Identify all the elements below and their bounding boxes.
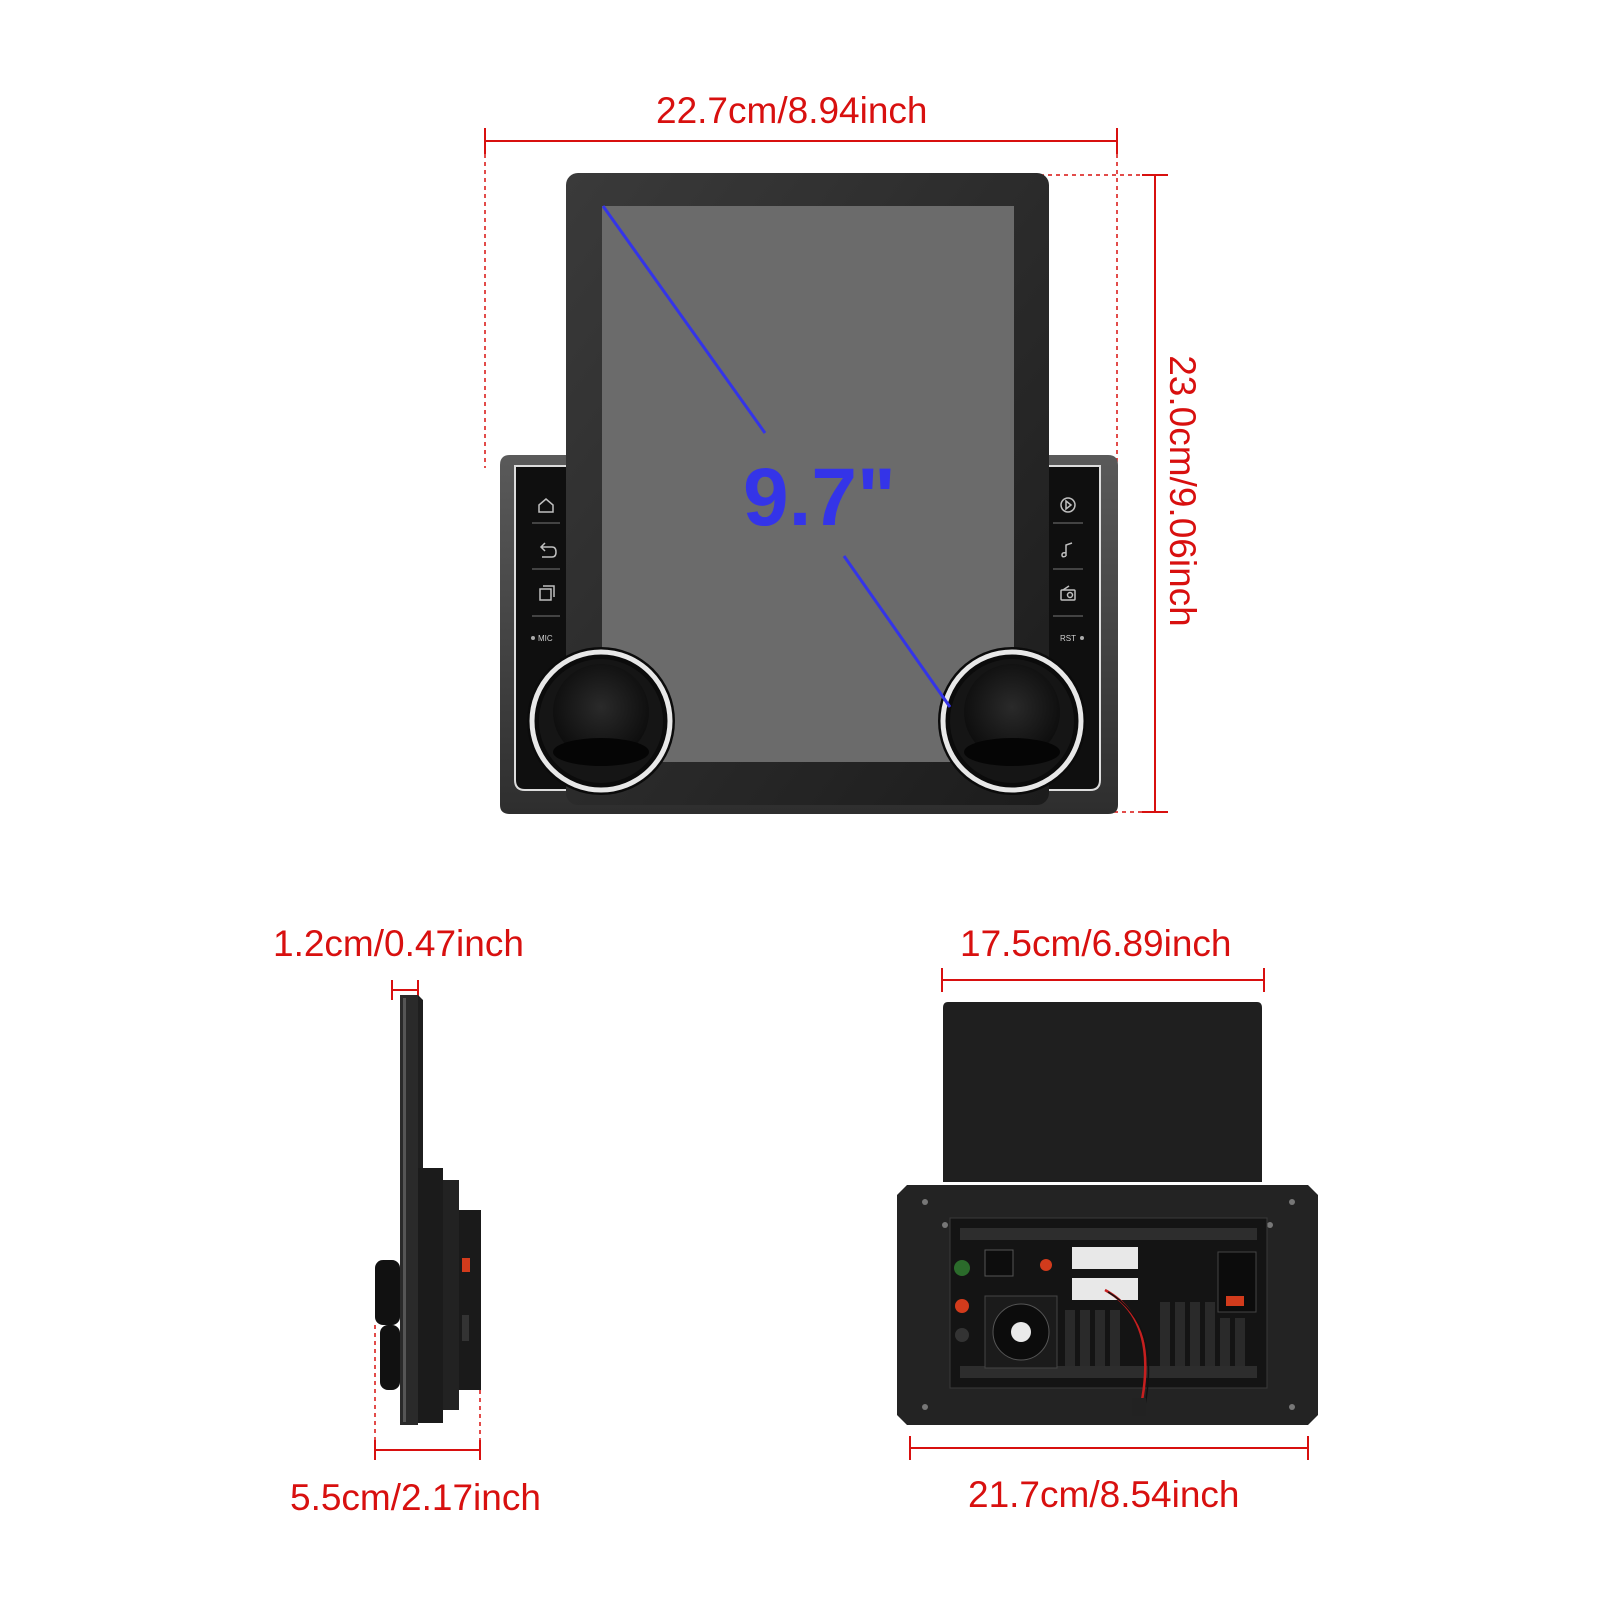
front-width-label: 22.7cm/8.94inch xyxy=(656,90,928,131)
back-view xyxy=(897,968,1318,1460)
screen-diagonal-line xyxy=(601,205,952,708)
back-cooling-fan xyxy=(984,1295,1058,1369)
front-height-label: 23.0cm/9.06inch xyxy=(1162,355,1203,627)
music-icon[interactable] xyxy=(1061,542,1073,558)
right-button-column xyxy=(1053,497,1083,617)
left-volume-knob[interactable] xyxy=(527,647,675,795)
mic-label: MIC xyxy=(538,634,553,643)
left-button-column xyxy=(532,498,560,617)
back-bottom-width-label: 21.7cm/8.54inch xyxy=(968,1474,1240,1515)
play-icon[interactable] xyxy=(1060,497,1076,513)
right-tuning-knob[interactable] xyxy=(938,647,1086,795)
side-depth-dimension-line xyxy=(374,1325,481,1460)
back-icon[interactable] xyxy=(539,542,557,558)
side-thickness-label: 1.2cm/0.47inch xyxy=(273,923,524,964)
back-bottom-width-dimension-line xyxy=(909,1436,1309,1460)
home-icon[interactable] xyxy=(538,498,554,513)
rst-label: RST xyxy=(1060,634,1076,643)
side-view xyxy=(374,980,481,1460)
window-icon[interactable] xyxy=(539,585,555,601)
side-knob xyxy=(375,1260,400,1390)
front-view: MIC RST xyxy=(484,128,1168,814)
side-screen-slab xyxy=(400,995,423,1170)
radio-icon[interactable] xyxy=(1060,585,1076,601)
back-top-width-label: 17.5cm/6.89inch xyxy=(960,923,1232,964)
back-top-width-dimension-line xyxy=(941,968,1265,992)
front-width-dimension-line xyxy=(484,128,1118,468)
back-connectors xyxy=(954,1247,1257,1342)
side-depth-label: 5.5cm/2.17inch xyxy=(290,1477,541,1518)
back-tablet-panel xyxy=(943,1002,1262,1182)
screen-size-label: 9.7" xyxy=(743,452,896,543)
back-heatsink xyxy=(1065,1302,1245,1366)
